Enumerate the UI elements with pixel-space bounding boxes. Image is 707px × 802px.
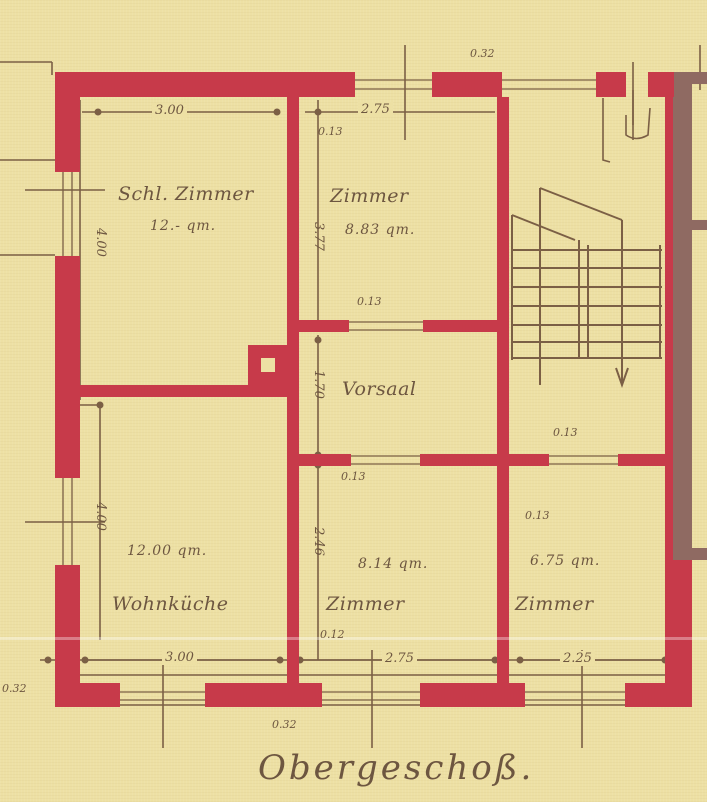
dim-bottom-left: 3.00	[162, 650, 197, 665]
dim-left-lower: 4.00	[93, 502, 108, 531]
dim-wall-b: 0.13	[357, 295, 382, 308]
room-area-zimmer-3: 6.75 qm.	[530, 553, 601, 569]
room-name-vorsaal: Vorsaal	[342, 378, 417, 400]
room-name-zimmer-1: Zimmer	[330, 185, 409, 207]
dim-mid-lower: 2.46	[311, 527, 326, 556]
dim-wall-c: 0.13	[341, 470, 366, 483]
paper-fold	[0, 637, 707, 640]
chimney-flue	[261, 358, 275, 372]
dim-top-mid: 2.75	[358, 102, 393, 117]
room-name-zimmer-2: Zimmer	[326, 593, 405, 615]
new-walls	[55, 72, 692, 707]
staircase	[511, 187, 662, 389]
dim-outer-bottom: 0.32	[272, 718, 297, 731]
dim-outer-left: 0.32	[2, 682, 27, 695]
room-area-zimmer-2: 8.14 qm.	[358, 556, 429, 572]
existing-wall	[672, 72, 707, 640]
dim-left-upper: 4.00	[93, 228, 108, 257]
dim-vorsaal: 1.70	[311, 370, 326, 399]
dim-wall-d: 0.13	[553, 426, 578, 439]
room-area-schlafzimmer: 12.- qm.	[150, 218, 217, 234]
room-name-schlafzimmer: Schl. Zimmer	[118, 183, 254, 205]
dimension-markers	[44, 108, 669, 664]
window-lines	[62, 79, 625, 701]
dim-outer-top: 0.32	[470, 47, 495, 60]
dim-bottom-mid: 2.75	[382, 651, 417, 666]
dim-wall-e: 0.13	[525, 509, 550, 522]
fixture	[602, 90, 651, 163]
dim-mid-upper: 3.77	[311, 222, 326, 251]
dim-wall-f: 0.12	[320, 628, 345, 641]
room-area-wohnkueche: 12.00 qm.	[127, 543, 208, 559]
dim-bottom-right: 2.25	[560, 651, 595, 666]
dim-wall-a: 0.13	[318, 125, 343, 138]
dim-top-left: 3.00	[152, 103, 187, 118]
room-name-zimmer-3: Zimmer	[515, 593, 594, 615]
room-name-wohnkueche: Wohnküche	[112, 593, 229, 615]
drawing-title: Obergeschoß.	[258, 748, 535, 788]
room-area-zimmer-1: 8.83 qm.	[345, 222, 416, 238]
